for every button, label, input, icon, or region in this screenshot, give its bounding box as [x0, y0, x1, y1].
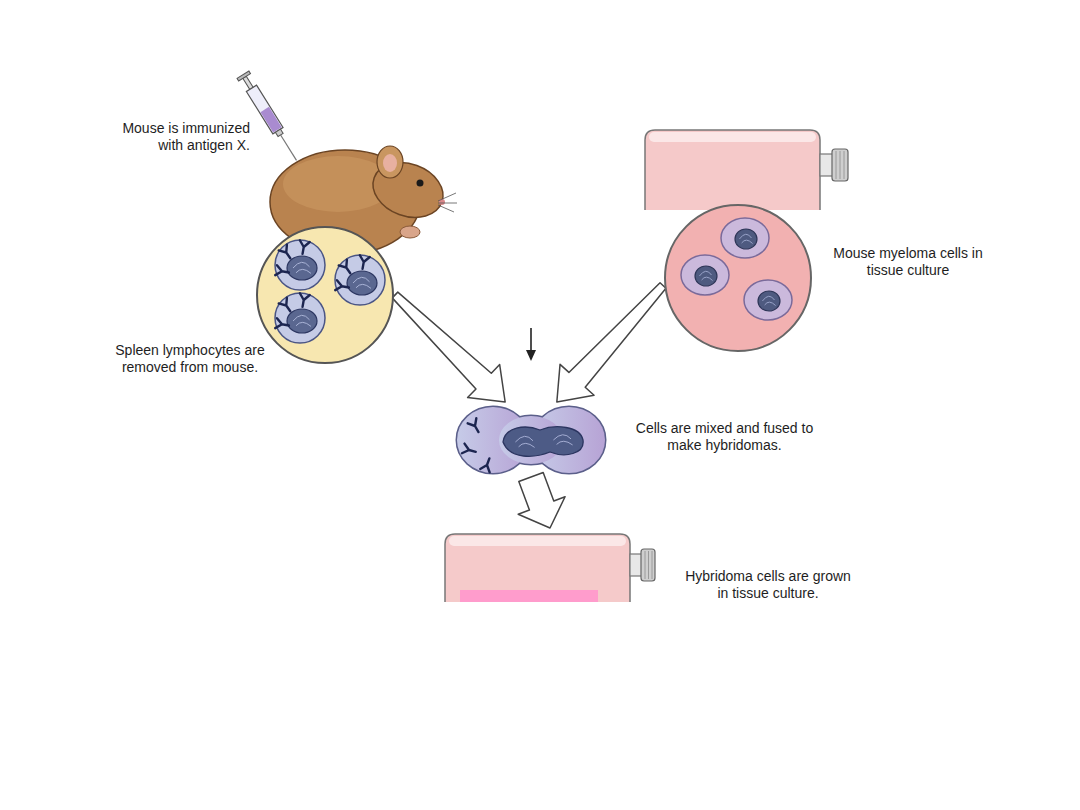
caption-holder: Mouse myeloma cells in tissue culture [833, 245, 983, 279]
culture-medium-bar [460, 590, 598, 602]
step-caption: Mouse myeloma cells in tissue culture [833, 245, 983, 279]
caption-holder: Mouse is immunized with antigen X. [100, 120, 250, 154]
step-caption: Spleen lymphocytes are removed from mous… [105, 342, 275, 376]
flask-highlight [449, 536, 626, 546]
hollow-block-arrow [518, 472, 565, 528]
antibody-symbol [468, 418, 483, 434]
chromatin-swirl [699, 271, 712, 280]
antibody-symbol [335, 280, 350, 292]
caption-holder: Hybridoma cells are grown in tissue cult… [684, 568, 852, 602]
caption-holder: Cells are mixed and fused to make hybrid… [632, 420, 817, 454]
myeloma-cell-circle-art [663, 203, 813, 353]
syringe-plunger-cap [237, 71, 250, 81]
hybrid-nucleus [503, 427, 583, 456]
chromatin-swirl [353, 277, 371, 288]
myeloma-cell [681, 255, 729, 295]
cell-nucleus [758, 291, 780, 311]
chromatin-swirl [739, 234, 752, 243]
antibody-symbol [275, 265, 290, 277]
hybridoma-cell-art [455, 402, 607, 477]
cap-ridge [645, 551, 646, 579]
mixing-arrow-head [526, 350, 536, 361]
step-caption: Mouse is immunized with antigen X. [100, 120, 250, 154]
mouse-paw [400, 226, 420, 238]
mouse-ear-inner [383, 154, 397, 172]
cell-nucleus [695, 266, 717, 286]
spleen-circle [257, 227, 393, 363]
cap-ridge [836, 151, 837, 179]
hybridoma-cell: Cells are mixed and fused to make hybrid… [455, 402, 607, 477]
caption-holder: Spleen lymphocytes are removed from mous… [105, 342, 275, 376]
cap-ridge [648, 551, 649, 579]
spleen-cell-circle: Spleen lymphocytes are removed from mous… [255, 225, 395, 365]
flask-body [645, 130, 820, 210]
step-caption: Hybridoma cells are grown in tissue cult… [684, 568, 852, 602]
antibody-symbol [462, 444, 477, 457]
hollow-block-arrow [557, 283, 666, 402]
step-caption: Cells are mixed and fused to make hybrid… [632, 420, 817, 454]
lymphocyte-cell [275, 240, 325, 290]
myeloma-cell-circle: Mouse myeloma cells in tissue culture [663, 203, 813, 353]
antibody-symbol [358, 255, 370, 270]
flask-highlight [649, 132, 816, 142]
hollow-block-arrow [392, 292, 505, 402]
flask-cap [832, 149, 848, 181]
antibody-symbol [275, 318, 290, 330]
antibody-symbol [339, 260, 355, 276]
syringe-needle [281, 135, 297, 160]
mouse-ear [377, 146, 403, 178]
myeloma-cell [744, 280, 792, 320]
cell-nucleus [347, 271, 377, 295]
cap-ridge [652, 551, 653, 579]
cap-ridge [844, 151, 845, 179]
antibody-symbol [298, 293, 310, 308]
flask-neck [630, 554, 642, 576]
chromatin-swirl [553, 435, 572, 445]
culture-flask: Hybridoma cells are grown in tissue cult… [445, 528, 655, 602]
myeloma-circle [665, 205, 811, 351]
culture-flask-art [445, 528, 655, 602]
mixing-arrow-shaft [530, 328, 532, 352]
mouse-eye [417, 180, 424, 187]
lymphocyte-cell [275, 293, 325, 343]
chromatin-swirl [293, 315, 311, 326]
mouse-figure: Mouse is immunized with antigen X. [240, 82, 450, 247]
chromatin-swirl [515, 436, 534, 447]
spleen-cell-circle-art [255, 225, 395, 365]
syringe-hub [275, 129, 283, 136]
mouse-whiskers [438, 193, 457, 212]
antibody-symbol [480, 457, 494, 473]
culture-flask [645, 130, 848, 210]
antibody-symbol [279, 245, 295, 261]
cap-ridge [840, 151, 841, 179]
myeloma-cell [721, 218, 769, 258]
cell-nucleus [287, 309, 317, 333]
syringe-barrel [246, 85, 283, 134]
antibody-symbol [298, 240, 310, 255]
syringe-liquid [260, 107, 281, 133]
flask-neck [820, 154, 833, 176]
chromatin-swirl [293, 262, 311, 273]
antibody-symbol [279, 298, 295, 314]
chromatin-swirl [762, 296, 775, 305]
mouse-figure-art [240, 82, 450, 247]
cell-nucleus [735, 229, 757, 249]
cell-nucleus [287, 256, 317, 280]
lymphocyte-cell [335, 255, 385, 305]
flask-body [445, 534, 630, 602]
flask-cap [641, 549, 655, 581]
